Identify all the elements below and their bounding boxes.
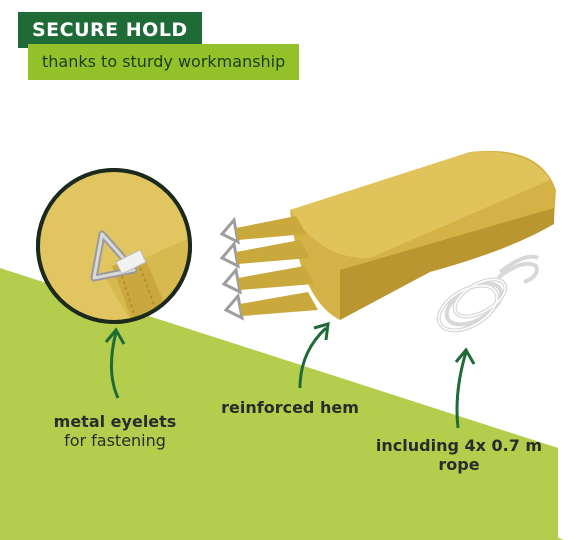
shade-sail-image <box>219 150 556 321</box>
arrow-up-icon <box>454 347 476 429</box>
banner-subtitle: thanks to sturdy workmanship <box>28 44 300 80</box>
arrow-up-icon <box>298 321 330 389</box>
callout-rope-title: including 4x 0.7 m <box>375 436 543 455</box>
callout-eyelets: metal eyelets for fastening <box>40 412 190 450</box>
arrow-up-icon <box>104 327 126 399</box>
callout-hem: reinforced hem <box>210 398 370 417</box>
callout-eyelets-title: metal eyelets <box>53 412 177 431</box>
rope-image <box>436 254 539 333</box>
callout-eyelets-subtitle: for fastening <box>64 431 166 450</box>
callout-hem-title: reinforced hem <box>221 398 359 417</box>
eyelet-detail-image <box>36 168 192 324</box>
callout-rope: including 4x 0.7 m rope <box>366 436 552 474</box>
callout-rope-title-line2: rope <box>438 455 480 474</box>
banner-title: SECURE HOLD <box>18 12 202 48</box>
